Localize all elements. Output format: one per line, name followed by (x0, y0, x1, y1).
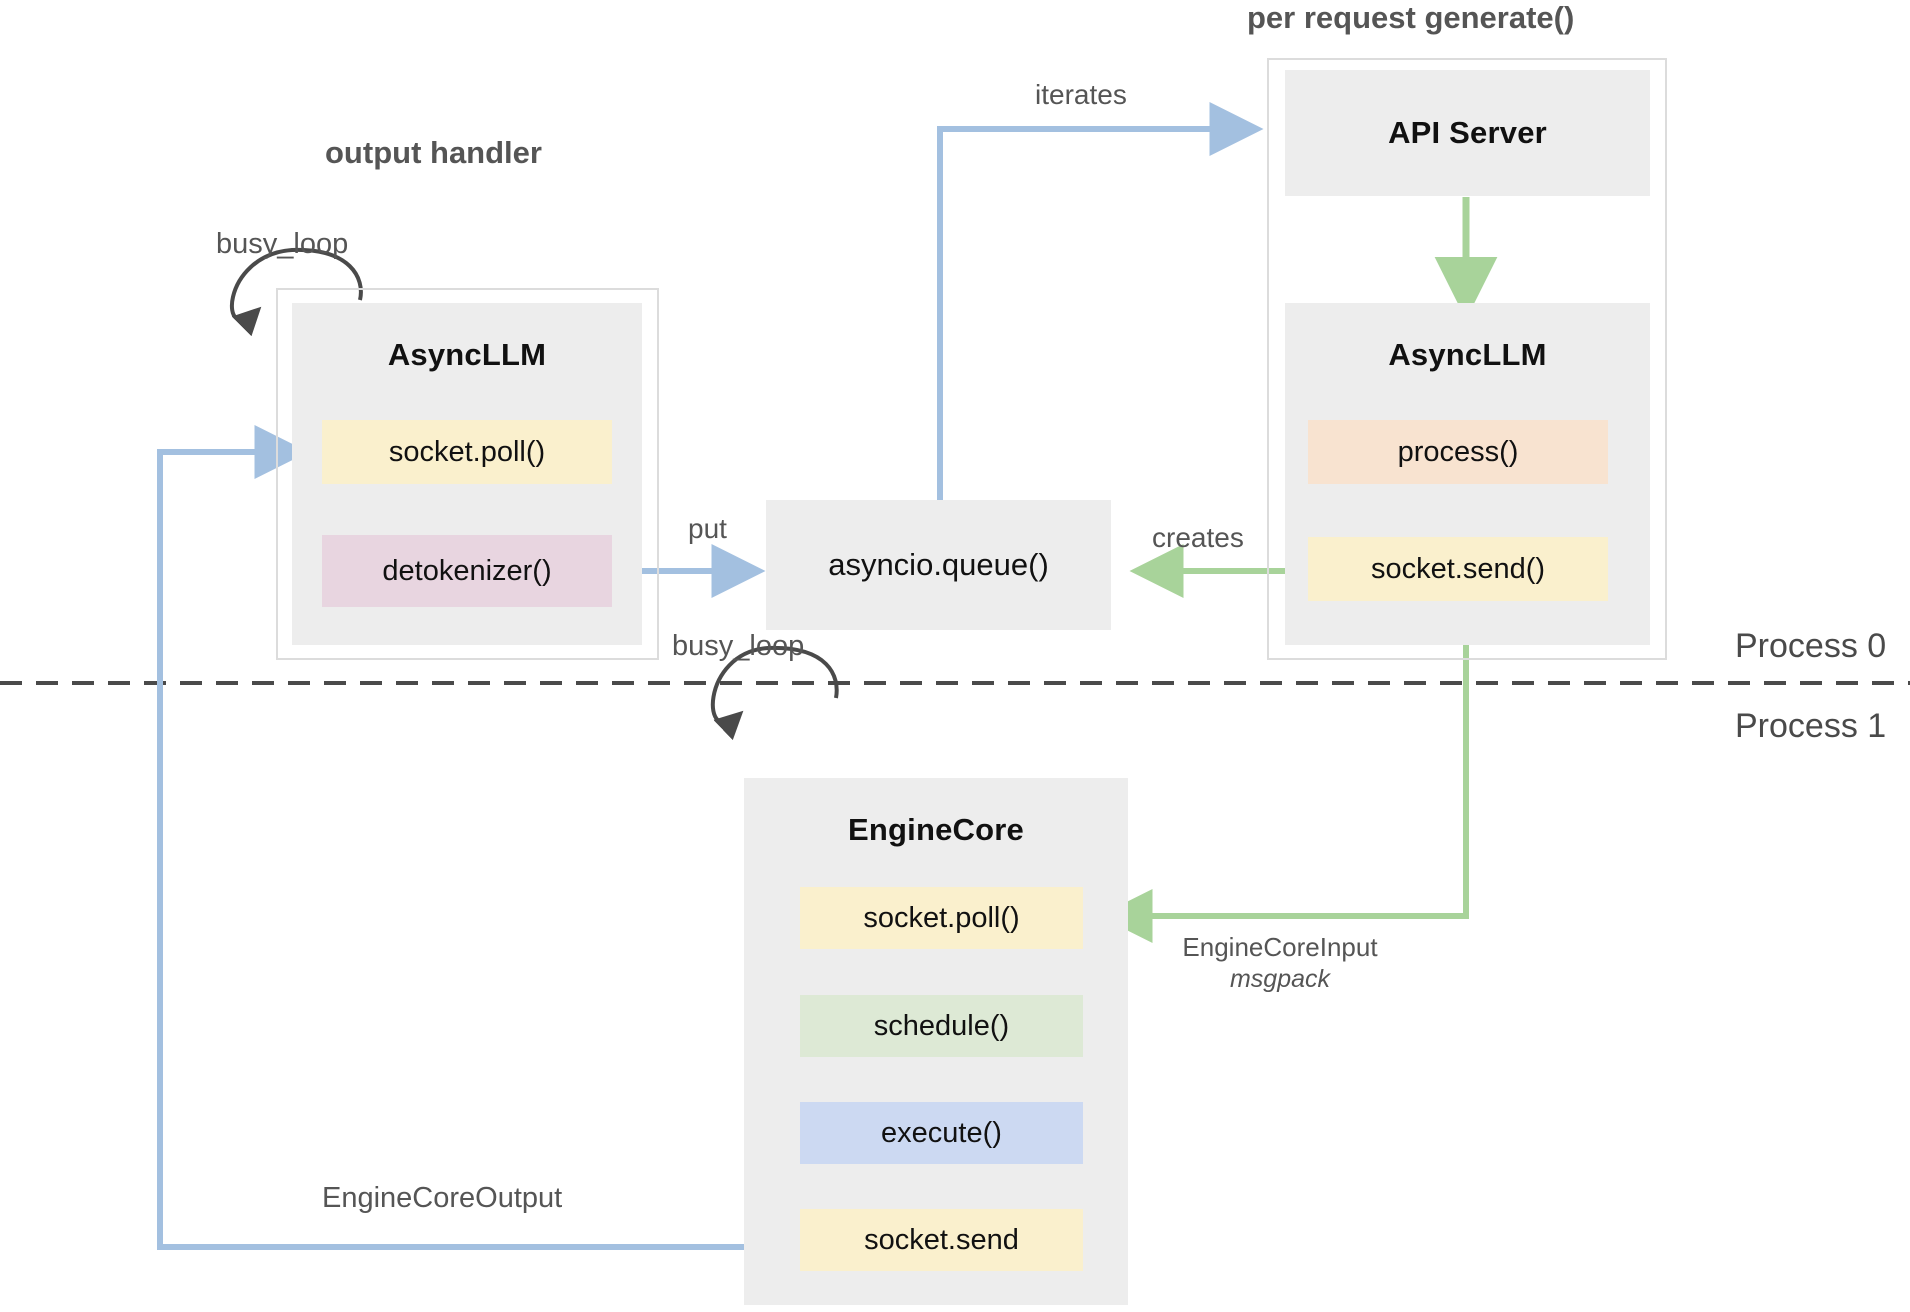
panel-title-api-server: API Server (1388, 115, 1547, 150)
edge-label-engine-core-input: EngineCoreInput (1182, 932, 1378, 962)
panel-title-asyncllm-output-handler: AsyncLLM (387, 337, 547, 372)
step-api-request-socket-send[interactable]: socket.send() (1308, 537, 1608, 601)
process-label-top: Process 0 (1735, 627, 1887, 665)
label-busy-loop-engine-core: busy_loop (672, 630, 805, 662)
panel-title-asyncllm-api-request: AsyncLLM (1388, 337, 1547, 372)
heading-per-request-generate: per request generate() (1247, 0, 1575, 35)
step-output-handler-detokenizer[interactable]: detokenizer() (322, 535, 612, 607)
step-engine-core-socket-poll[interactable]: socket.poll() (800, 887, 1083, 949)
panel-title-engine-core: EngineCore (848, 812, 1024, 847)
edge-label-creates: creates (1152, 522, 1244, 553)
edge-label-engine-core-input-format: msgpack (1229, 965, 1331, 993)
edge-label-engine-core-input-group: EngineCoreInput msgpack (1145, 932, 1415, 994)
node-asyncio-queue[interactable]: asyncio.queue() (766, 500, 1111, 630)
step-engine-core-schedule[interactable]: schedule() (800, 995, 1083, 1057)
edge-iterates-queue-to-api-server (937, 102, 1264, 500)
edge-label-engine-core-output: EngineCoreOutput (322, 1182, 563, 1214)
process-label-bottom: Process 1 (1735, 707, 1887, 745)
edge-label-put: put (688, 513, 727, 544)
edge-label-iterates: iterates (1035, 79, 1127, 110)
label-busy-loop-output-handler: busy_loop (216, 228, 349, 260)
step-engine-core-execute[interactable]: execute() (800, 1102, 1083, 1164)
step-api-request-process[interactable]: process() (1308, 420, 1608, 484)
heading-output-handler: output handler (325, 135, 542, 170)
step-output-handler-socket-poll[interactable]: socket.poll() (322, 420, 612, 484)
step-engine-core-socket-send[interactable]: socket.send (800, 1209, 1083, 1271)
group-frame-output-handler (276, 288, 659, 660)
panel-api-server (1285, 70, 1650, 196)
group-frame-per-request-generate (1267, 58, 1667, 660)
